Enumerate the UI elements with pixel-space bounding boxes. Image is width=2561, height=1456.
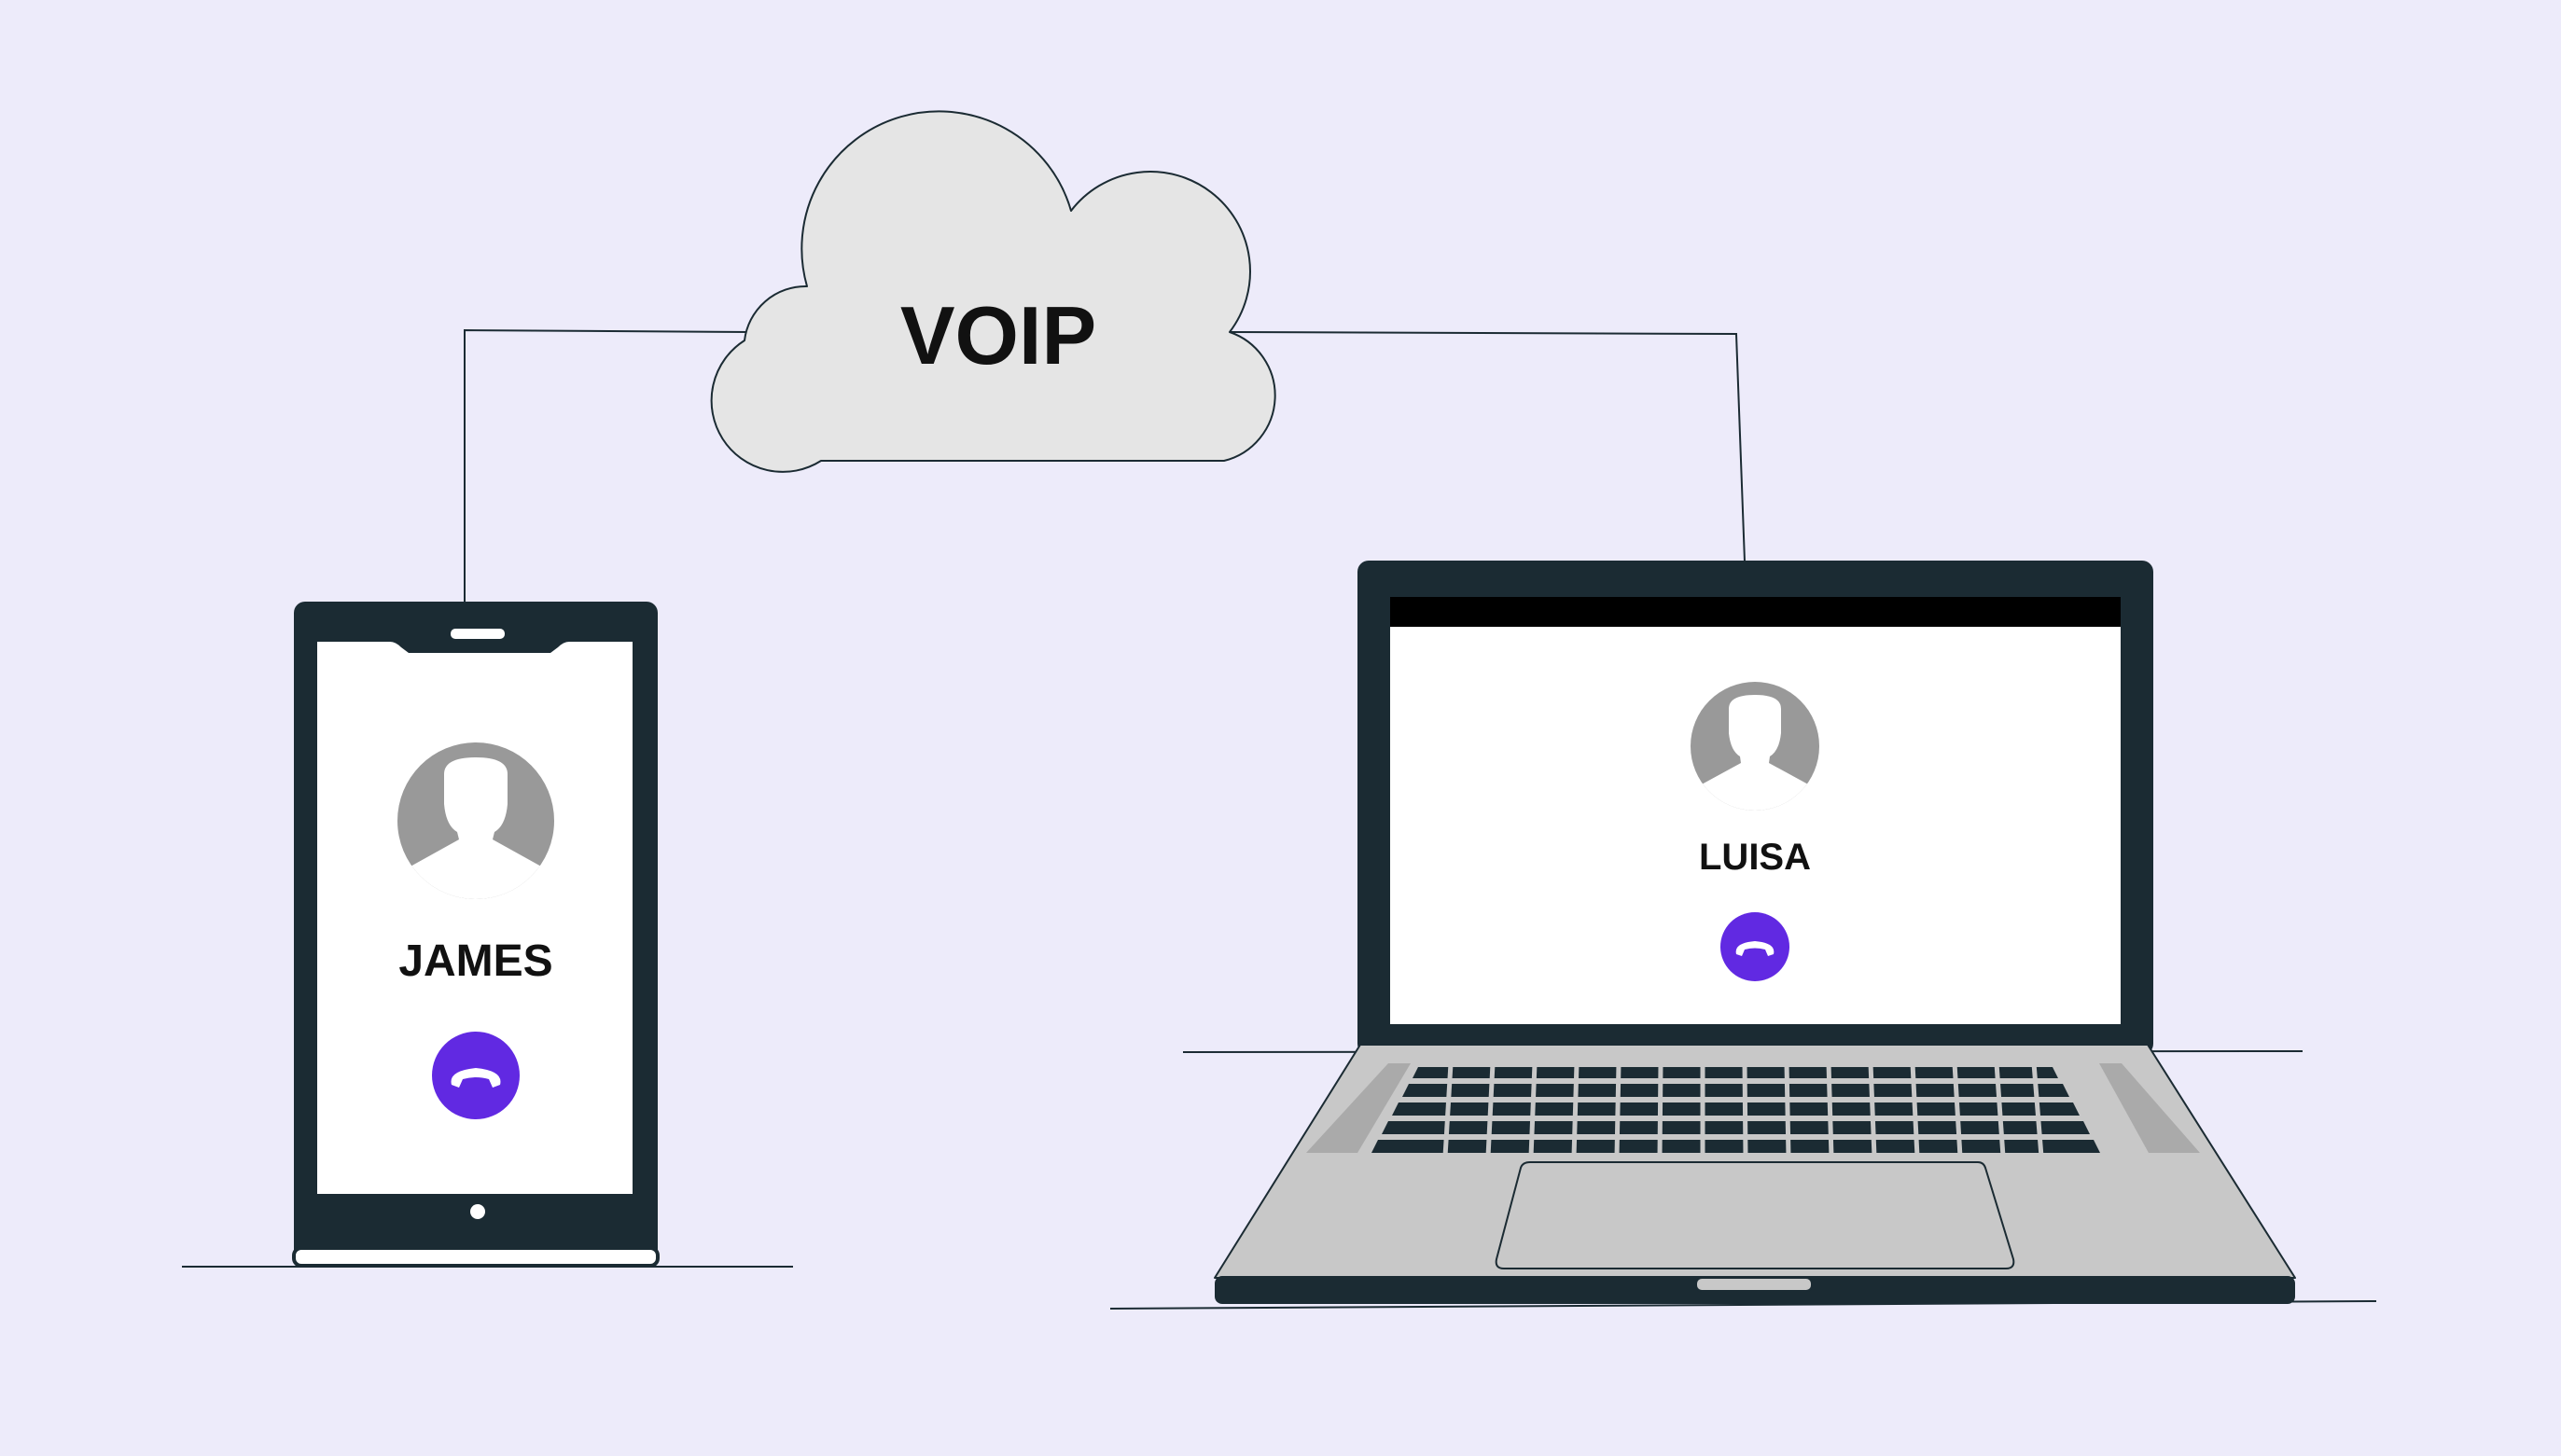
speaker-grille-left <box>1306 1063 1411 1153</box>
phone-screen <box>317 642 633 1194</box>
phone-handset-icon <box>451 1068 501 1088</box>
speaker-grille-right <box>2099 1063 2200 1153</box>
cloud-label: VOIP <box>900 289 1096 381</box>
keyboard-row-3[interactable] <box>1392 1102 2080 1116</box>
phone-home-button[interactable] <box>470 1204 485 1219</box>
key-gaps <box>1442 1062 2044 1158</box>
keyboard-row-4[interactable] <box>1382 1121 2090 1134</box>
laptop: LUISA <box>1214 561 2296 1304</box>
laptop-title-bar <box>1390 597 2121 627</box>
phone-to-cloud-connector <box>464 328 752 604</box>
phone-speaker <box>451 629 505 639</box>
trackpad[interactable] <box>1495 1161 2015 1269</box>
cloud-icon <box>710 110 1276 473</box>
phone-caller-name: JAMES <box>398 936 552 986</box>
keyboard-row-2[interactable] <box>1402 1084 2069 1097</box>
laptop-avatar <box>1691 682 1819 811</box>
connection-lines <box>464 328 1746 604</box>
keyboard-row-1[interactable] <box>1413 1067 2058 1078</box>
laptop-caller-name: LUISA <box>1699 837 1811 878</box>
phone-end-call-button[interactable] <box>432 1032 520 1119</box>
laptop-notch <box>1695 1277 1813 1292</box>
laptop-end-call-button[interactable] <box>1720 912 1789 981</box>
keyboard-row-5[interactable] <box>1371 1140 2100 1153</box>
phone-avatar <box>397 742 554 899</box>
cloud-to-laptop-connector <box>1229 331 1746 562</box>
voip-cloud: VOIP <box>710 110 1276 473</box>
phone-handset-icon <box>1735 941 1775 956</box>
phone-bottom-edge <box>292 1246 660 1268</box>
smartphone: JAMES <box>292 602 660 1268</box>
